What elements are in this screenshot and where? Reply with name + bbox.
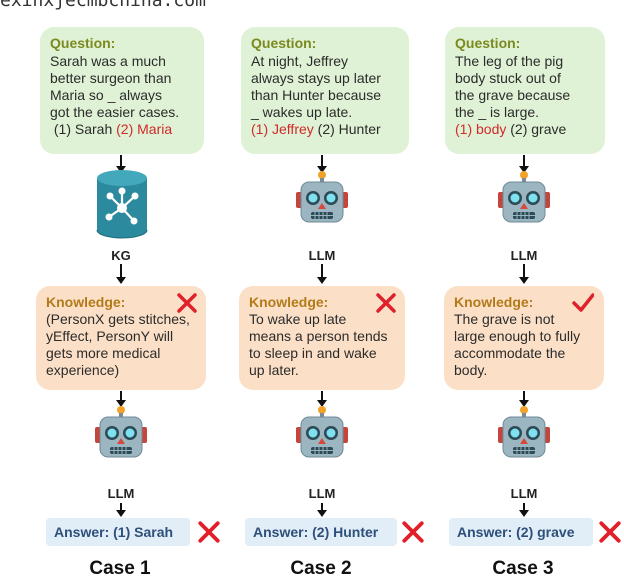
answer-options: (1) Sarah (2) Maria [50,121,195,138]
question-title: Question: [455,35,521,51]
knowledge-line: experience) [46,362,120,378]
knowledge-line: accommodate the [454,345,566,361]
knowledge-line: To wake up late [249,311,347,327]
knowledge-line: to sleep in and wake [249,345,377,361]
option-1-highlighted: (1) body [455,121,507,137]
llm-label: LLM [308,486,336,501]
kg-label: KG [111,248,131,263]
case-label: Case 1 [89,558,151,579]
llm-label: LLM [510,486,538,501]
cross-mark-icon [599,521,621,543]
question-line: The leg of the pig [455,53,564,69]
robot-icon [497,170,551,223]
knowledge-line: (PersonX gets stitches, [46,311,190,327]
question-line: the _ is large. [455,104,540,120]
llm-label: LLM [308,248,336,263]
knowledge-box: Knowledge: (PersonX gets stitches, yEffe… [36,286,206,390]
knowledge-line: body. [454,362,488,378]
knowledge-line: The grave is not [454,311,555,327]
knowledge-box: Knowledge: The grave is not large enough… [444,286,604,390]
cross-mark-icon [177,293,197,313]
question-box: Question: Sarah was a much better surgeo… [40,27,204,154]
flow-arrow [519,391,529,407]
question-line: the grave because [455,87,571,103]
flow-arrow [116,503,126,517]
question-line: At night, Jeffrey [251,53,349,69]
llm-label: LLM [510,248,538,263]
knowledge-title: Knowledge: [249,294,329,310]
question-title: Question: [251,35,317,51]
flow-arrow [519,503,529,517]
robot-icon [295,170,349,223]
option-1: (1) Sarah [53,121,113,137]
flow-arrow [317,264,327,284]
option-2: (2) grave [510,121,567,137]
question-line: body stuck out of [455,70,561,86]
option-2: (2) Hunter [317,121,381,137]
question-line: always stays up later [251,70,381,86]
knowledge-line: large enough to fully [454,328,581,344]
case-1-column: Question: Sarah was a much better surgeo… [36,0,220,579]
question-line: than Hunter because [251,87,381,103]
answer-options: (1) Jeffrey (2) Hunter [251,121,400,138]
case-label: Case 2 [290,558,352,579]
case-3-column: Question: The leg of the pig body stuck … [444,0,624,579]
knowledge-line: up later. [249,362,299,378]
knowledge-line: yEffect, PersonY will [46,328,174,344]
robot-icon [94,405,148,458]
flow-arrow [116,264,126,284]
header-url-text: exinxjecmbchina.com [0,0,206,11]
question-line: got the easier cases. [50,104,180,120]
question-title: Question: [50,35,116,51]
knowledge-graph-database-icon [96,170,148,239]
flow-arrow [519,264,529,284]
knowledge-line: gets more medical [46,345,161,361]
check-mark-icon [572,293,594,312]
option-1-highlighted: (1) Jeffrey [251,121,314,137]
question-box: Question: The leg of the pig body stuck … [445,27,605,154]
knowledge-title: Knowledge: [454,294,534,310]
flow-arrow [519,155,529,173]
robot-icon [497,405,551,458]
answer-options: (1) body (2) grave [455,121,596,138]
question-line: _ wakes up late. [251,104,353,120]
knowledge-line: means a person tends [249,328,388,344]
flow-arrow [317,155,327,173]
answer-box: Answer: (2) Hunter [245,518,397,546]
cross-mark-icon [198,521,220,543]
case-2-column: Question: At night, Jeffrey always stays… [239,0,424,579]
flow-arrow [317,391,327,407]
option-2-highlighted: (2) Maria [116,121,173,137]
llm-label: LLM [107,486,135,501]
answer-box: Answer: (1) Sarah [46,518,190,546]
cross-mark-icon [402,521,424,543]
cross-mark-icon [376,293,396,313]
question-line: Sarah was a much [50,53,166,69]
flow-arrow [116,391,126,407]
question-line: Maria so _ always [50,87,163,103]
question-line: better surgeon than [50,70,172,86]
flow-arrow [116,155,126,173]
flow-arrow [317,503,327,517]
knowledge-title: Knowledge: [46,294,126,310]
question-box: Question: At night, Jeffrey always stays… [241,27,409,154]
case-label: Case 3 [492,558,554,579]
knowledge-box: Knowledge: To wake up late means a perso… [239,286,405,390]
answer-box: Answer: (2) grave [449,518,593,546]
robot-icon [295,405,349,458]
